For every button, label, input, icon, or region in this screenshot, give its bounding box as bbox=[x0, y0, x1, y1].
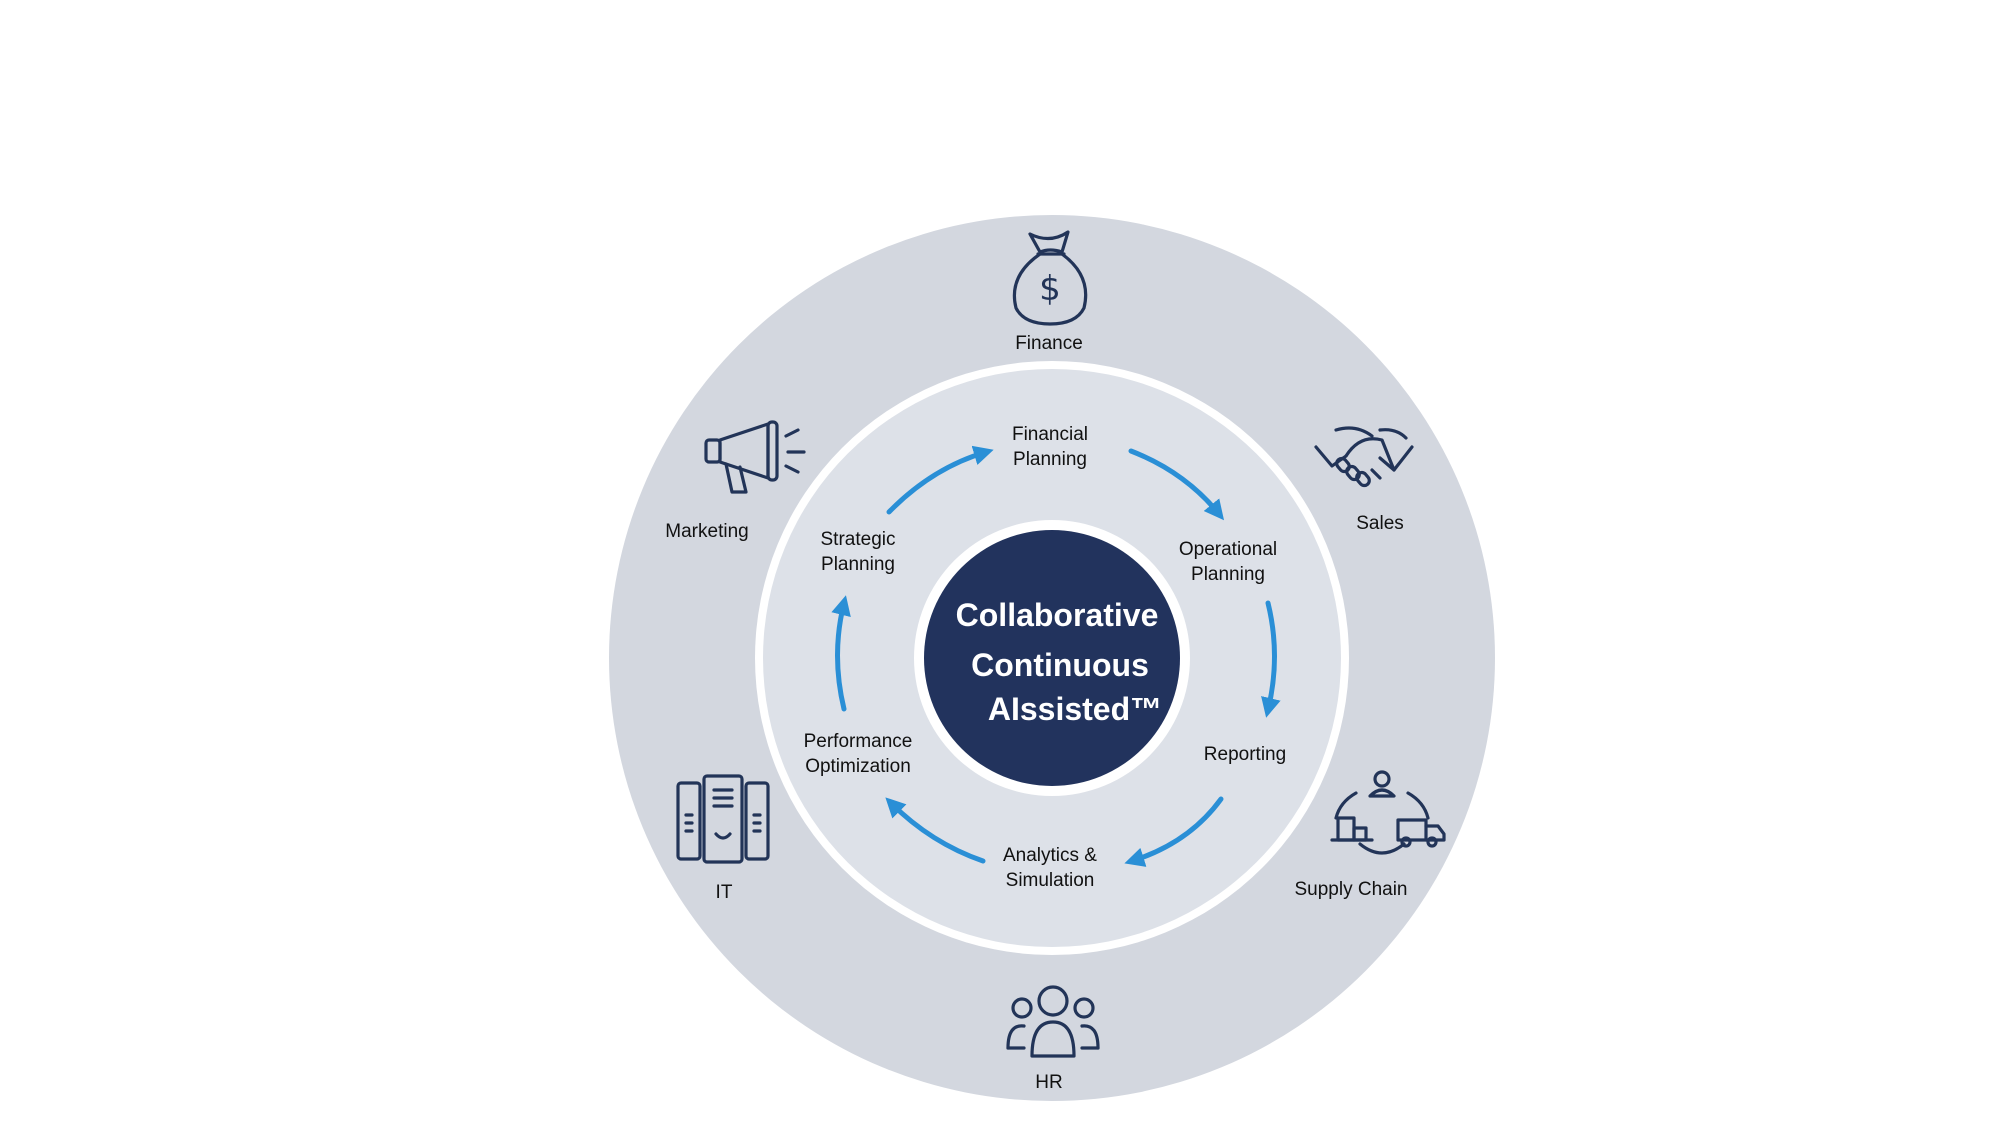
finance-dollar-symbol: $ bbox=[1039, 269, 1061, 309]
stage-financial-planning-line2: Planning bbox=[1013, 449, 1087, 470]
handshake-icon bbox=[1314, 426, 1414, 488]
stage-analytics-line2: Simulation bbox=[1006, 870, 1095, 891]
center-circle bbox=[924, 530, 1180, 786]
department-sales: Sales bbox=[1356, 513, 1404, 534]
stage-reporting: Reporting bbox=[1204, 744, 1286, 765]
center-title-line1: Collaborative bbox=[956, 597, 1159, 633]
stage-performance-line2: Optimization bbox=[805, 756, 911, 777]
stage-strategic-line2: Planning bbox=[821, 554, 895, 575]
center-title-line2: Continuous bbox=[971, 647, 1149, 683]
department-finance: Finance bbox=[1015, 333, 1083, 354]
megaphone-icon bbox=[704, 420, 806, 494]
center-title-line3: AIssisted™ bbox=[988, 691, 1162, 727]
stage-analytics-line1: Analytics & bbox=[1003, 845, 1097, 866]
people-icon bbox=[1006, 985, 1100, 1058]
department-hr: HR bbox=[1035, 1072, 1062, 1093]
supply-chain-icon bbox=[1330, 770, 1446, 855]
stage-operational-planning-line2: Planning bbox=[1191, 564, 1265, 585]
stage-performance-line1: Performance bbox=[804, 731, 913, 752]
stage-operational-planning-line1: Operational bbox=[1179, 539, 1277, 560]
arrow-financial-to-operational bbox=[1128, 448, 1225, 521]
stage-financial-planning-line1: Financial bbox=[1012, 424, 1088, 445]
cycle-arrows bbox=[831, 445, 1281, 867]
money-bag-icon bbox=[1012, 230, 1088, 326]
server-icon bbox=[676, 774, 770, 864]
arrow-analytics-to-performance bbox=[885, 797, 986, 864]
arrow-performance-to-strategic bbox=[831, 595, 851, 712]
department-marketing: Marketing bbox=[665, 521, 748, 542]
department-it: IT bbox=[716, 882, 733, 903]
department-supply-chain: Supply Chain bbox=[1294, 879, 1407, 900]
arrow-strategic-to-financial bbox=[886, 445, 994, 515]
arrow-operational-to-reporting bbox=[1261, 600, 1281, 718]
stage-strategic-line1: Strategic bbox=[821, 529, 896, 550]
arrow-reporting-to-analytics bbox=[1124, 796, 1224, 867]
